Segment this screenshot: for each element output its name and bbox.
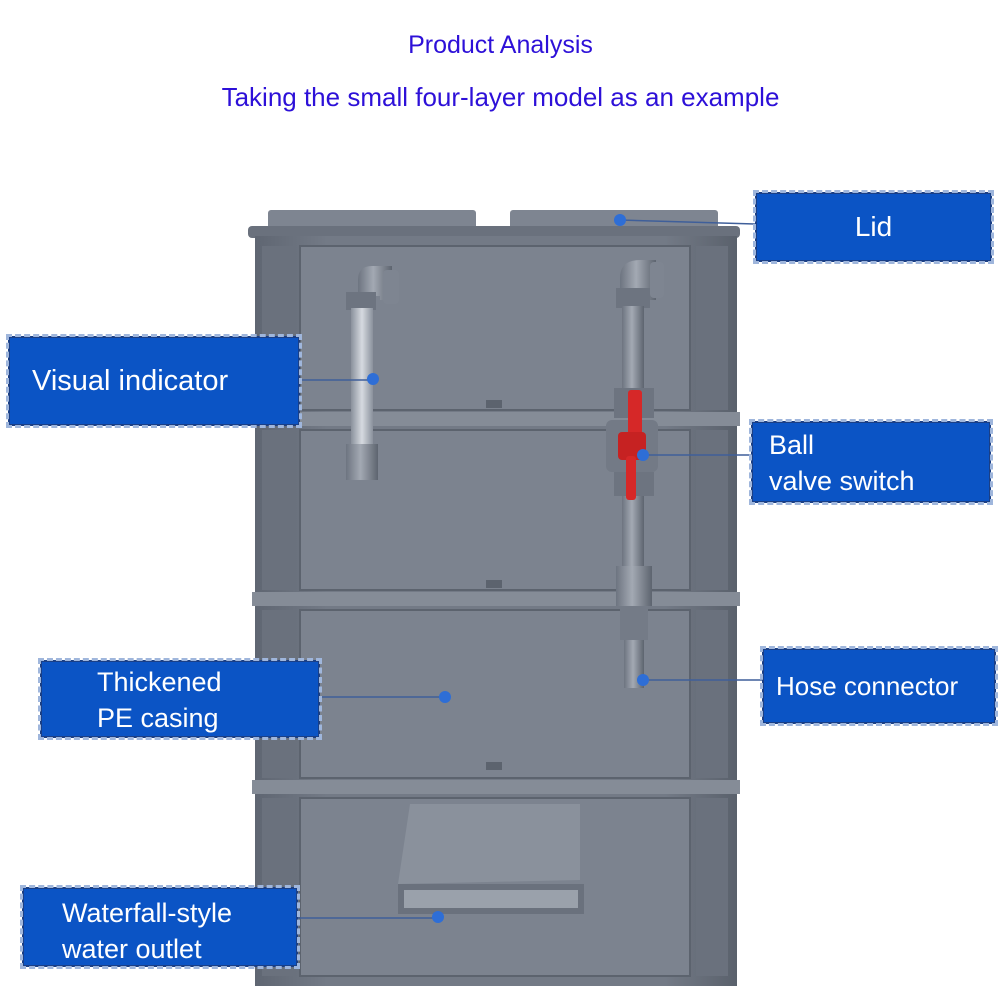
ball-valve-pipe <box>606 260 664 688</box>
page-title: Product Analysis <box>408 31 593 59</box>
lid <box>248 210 740 238</box>
page-subtitle: Taking the small four-layer model as an … <box>221 82 780 112</box>
pointer-hose-connector <box>637 674 762 686</box>
label-thickened-line2: PE casing <box>97 703 219 733</box>
pointer-ball-valve <box>637 449 751 461</box>
label-visual-indicator: Visual indicator <box>6 334 302 428</box>
label-ball-valve-switch: Ball valve switch <box>749 419 993 505</box>
label-ball-valve-line1: Ball <box>769 430 815 460</box>
pointer-lid <box>614 214 756 226</box>
label-ball-valve-line2: valve switch <box>769 466 915 496</box>
pointer-waterfall-outlet <box>298 911 444 923</box>
label-waterfall-outlet: Waterfall-style water outlet <box>20 885 300 969</box>
label-waterfall-line2: water outlet <box>62 934 202 964</box>
pointer-thickened-casing <box>320 691 451 703</box>
label-hose-connector: Hose connector <box>760 646 998 726</box>
label-waterfall-line1: Waterfall-style <box>62 898 233 928</box>
visual-indicator-pipe <box>346 266 399 480</box>
label-thickened-line1: Thickened <box>97 667 222 697</box>
label-hose-connector-text: Hose connector <box>776 671 959 701</box>
pointer-visual-indicator <box>300 373 379 385</box>
label-lid: Lid <box>753 190 994 264</box>
label-thickened-casing: Thickened PE casing <box>38 658 322 740</box>
waterfall-outlet <box>398 804 584 964</box>
label-visual-indicator-text: Visual indicator <box>32 365 229 397</box>
label-lid-text: Lid <box>854 211 893 242</box>
